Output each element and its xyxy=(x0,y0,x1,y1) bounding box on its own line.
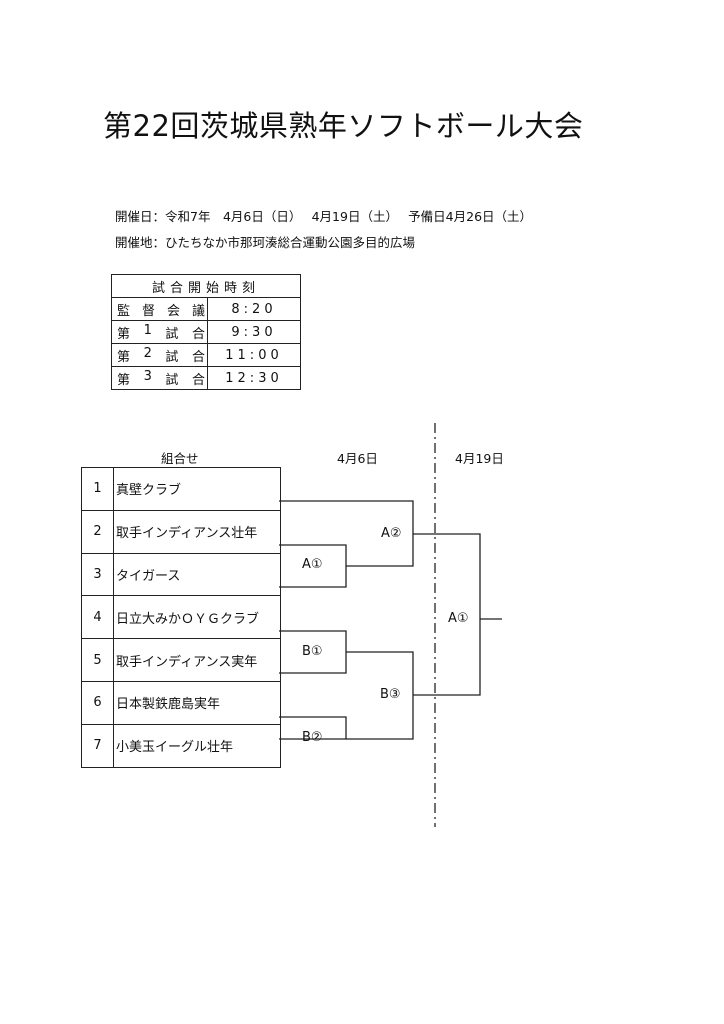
day2-header: 4月19日 xyxy=(455,451,504,466)
team-row: 6 日本製鉄鹿島実年 xyxy=(81,680,281,725)
final-match-label: A① xyxy=(448,611,469,626)
schedule-label-char: 3 xyxy=(143,368,152,384)
team-row: 5 取手インディアンス実年 xyxy=(81,638,281,682)
schedule-time: 8:20 xyxy=(207,297,301,321)
team-row: 3 タイガース xyxy=(81,552,281,597)
final-bracket xyxy=(413,533,481,696)
team-name: 取手インディアンス壮年 xyxy=(113,509,281,554)
schedule-label-char: 督 xyxy=(141,303,155,319)
event-venue: 開催地：ひたちなか市那珂湊総合運動公園多目的広場 xyxy=(115,235,416,250)
schedule-label-char: 監 xyxy=(117,303,131,319)
team-name: タイガース xyxy=(113,552,281,597)
team-name: 日立大みかＯＹＧクラブ xyxy=(113,595,281,640)
schedule-row: 第 3 試 合 12:30 xyxy=(111,366,301,390)
schedule-time: 12:30 xyxy=(207,366,301,390)
schedule-label-char: 試 xyxy=(165,326,179,342)
pairings-header: 組合せ xyxy=(161,451,199,466)
match-a1-label: A① xyxy=(302,557,323,572)
schedule-label-char: 試 xyxy=(165,349,179,365)
schedule-label-char: 合 xyxy=(191,326,205,342)
match-b2-label: B② xyxy=(302,730,323,745)
page-title: 第22回茨城県熟年ソフトボール大会 xyxy=(103,109,584,143)
team-name: 小美玉イーグル壮年 xyxy=(113,723,281,768)
match-b3-label: B③ xyxy=(380,687,401,702)
start-time-header: 試合開始時刻 xyxy=(111,274,301,298)
day1-header: 4月6日 xyxy=(337,451,378,466)
schedule-label-char: 合 xyxy=(191,372,205,388)
match-b2-bracket xyxy=(279,716,347,740)
schedule-label-char: 1 xyxy=(143,322,152,338)
event-dates: 開催日：令和7年 4月6日（日） 4月19日（土） 予備日4月26日（土） xyxy=(115,209,533,224)
team-row: 2 取手インディアンス壮年 xyxy=(81,509,281,554)
match-a2-label: A② xyxy=(381,526,402,541)
match-b1-label: B① xyxy=(302,644,323,659)
team-row: 7 小美玉イーグル壮年 xyxy=(81,723,281,768)
schedule-label-char: 議 xyxy=(191,303,205,319)
start-time-table: 試合開始時刻 監 督 会 議 8:20 第 1 試 合 9:30 第 2 試 合… xyxy=(111,274,301,390)
team-name: 日本製鉄鹿島実年 xyxy=(113,680,281,725)
team-table: 1 真壁クラブ 2 取手インディアンス壮年 3 タイガース 4 日立大みかＯＹＧ… xyxy=(81,467,281,768)
schedule-label-char: 第 xyxy=(117,326,131,342)
schedule-row: 第 2 試 合 11:00 xyxy=(111,343,301,367)
team-number: 5 xyxy=(81,638,114,682)
schedule-label-char: 合 xyxy=(191,349,205,365)
team-number: 7 xyxy=(81,723,114,768)
schedule-label-char: 第 xyxy=(117,349,131,365)
team-number: 1 xyxy=(81,467,114,511)
schedule-label-char: 会 xyxy=(166,303,180,319)
schedule-label-char: 第 xyxy=(117,372,131,388)
schedule-label-char: 2 xyxy=(143,345,152,361)
schedule-row: 監 督 会 議 8:20 xyxy=(111,297,301,321)
schedule-label-char: 試 xyxy=(165,372,179,388)
